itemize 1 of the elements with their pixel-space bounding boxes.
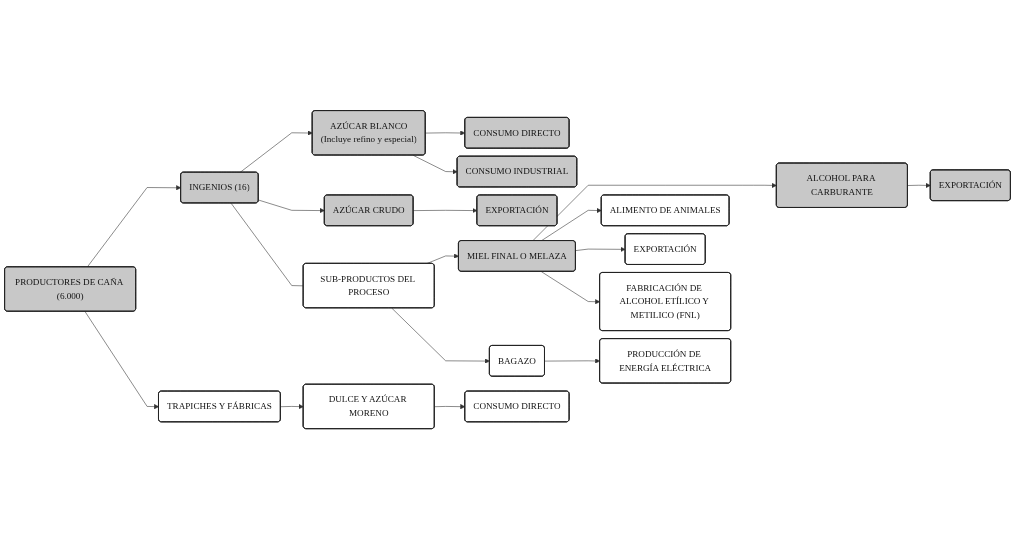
connector <box>230 203 304 287</box>
